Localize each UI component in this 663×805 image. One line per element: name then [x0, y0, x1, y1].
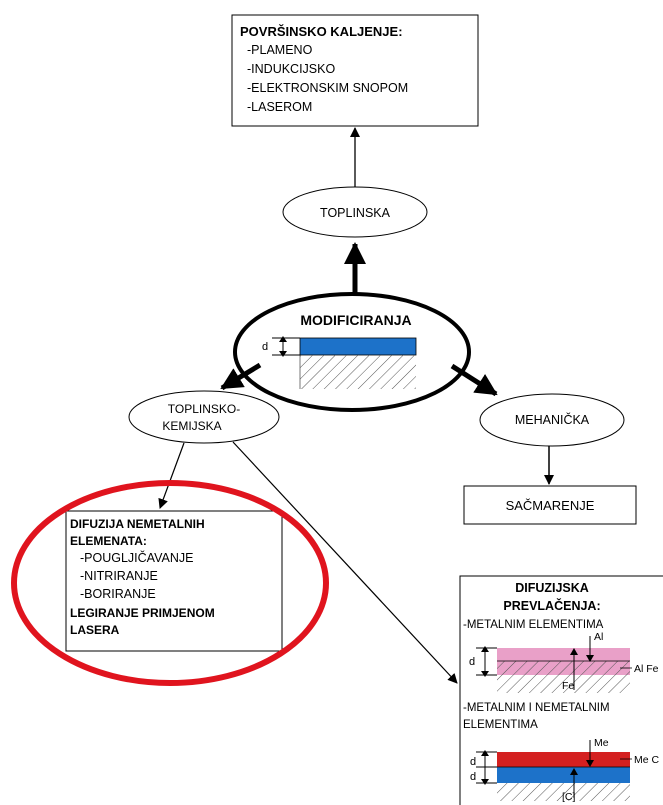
mechanical-label: MEHANIČKA: [515, 412, 590, 427]
thermal-node: TOPLINSKA: [282, 186, 428, 238]
al-layer-pink: [497, 648, 630, 661]
mec-label: Me C: [634, 754, 660, 766]
c-label: [C]: [562, 791, 576, 803]
thermochemical-label-1: TOPLINSKO-: [168, 402, 240, 416]
arrow-to-nonmetal-diffusion: [158, 442, 185, 509]
diffusion-coating-box: DIFUZIJSKA PREVLAČENJA: -METALNIM ELEMEN…: [459, 575, 663, 805]
shot-peening-label: SAČMARENJE: [506, 498, 595, 513]
nonmetal-diffusion-title-2: ELEMENATA:: [70, 534, 147, 548]
highlight-circle: [11, 480, 329, 686]
base-hatch-2: [497, 783, 630, 801]
metal-nonmetal-label-2: ELEMENTIMA: [463, 719, 538, 731]
metal-nonmetal-label-1: -METALNIM I NEMETALNIM: [463, 702, 610, 714]
diffusion-coating-title-2: PREVLAČENJA:: [503, 598, 600, 613]
c-thickness-d: d: [470, 771, 476, 783]
nonmetal-diffusion-title-1: DIFUZIJA NEMETALNIH: [70, 517, 205, 531]
metal-elements-label: -METALNIM ELEMENTIMA: [463, 619, 604, 631]
al-thickness-d: d: [469, 656, 475, 668]
arrow-to-mechanical: [450, 363, 498, 397]
me-thickness-d: d: [470, 756, 476, 768]
item-carburizing: -POUGLJIČAVANJE: [80, 550, 193, 565]
nonmetal-diffusion-box: DIFUZIJA NEMETALNIH ELEMENATA: -POUGLJIČ…: [65, 510, 283, 652]
modification-node: MODIFICIRANJA d: [233, 292, 471, 412]
fe-label: Fe: [562, 680, 574, 692]
hardening-item-electron-beam: -ELEKTRONSKIM SNOPOM: [247, 81, 408, 95]
me-label: Me: [594, 737, 609, 749]
arrow-to-thermochemical: [220, 362, 262, 391]
thermochemical-label-2: KEMIJSKA: [162, 419, 221, 433]
thickness-d-label: d: [262, 341, 268, 353]
item-boriding: -BORIRANJE: [80, 587, 156, 601]
arrow-to-diffusion-coating: [232, 441, 458, 684]
hardening-item-flame: -PLAMENO: [247, 43, 313, 57]
c-layer-blue: [497, 767, 630, 783]
al-label: Al: [594, 631, 603, 643]
surface-hardening-title: POVRŠINSKO KALJENJE:: [240, 24, 403, 39]
mechanical-node: MEHANIČKA: [479, 393, 625, 447]
me-layer-red: [497, 752, 630, 767]
hardening-item-laser: -LASEROM: [247, 100, 312, 114]
laser-alloying-label-2: LASERA: [70, 623, 120, 637]
modification-title: MODIFICIRANJA: [300, 312, 411, 328]
modified-layer-blue: [299, 337, 417, 356]
shot-peening-box: SAČMARENJE: [463, 485, 637, 525]
thermochemical-node: TOPLINSKO- KEMIJSKA: [128, 390, 280, 444]
surface-hardening-box: POVRŠINSKO KALJENJE: -PLAMENO -INDUKCIJS…: [231, 14, 479, 127]
alfe-label: Al Fe: [634, 663, 659, 675]
diffusion-coating-title-1: DIFUZIJSKA: [515, 581, 589, 595]
laser-alloying-label-1: LEGIRANJE PRIMJENOM: [70, 606, 215, 620]
fe-base-hatch: [497, 675, 630, 693]
hardening-item-induction: -INDUKCIJSKO: [247, 62, 335, 76]
item-nitriding: -NITRIRANJE: [80, 569, 158, 583]
thermal-label: TOPLINSKA: [320, 206, 391, 220]
base-material-hatch: [300, 355, 416, 389]
